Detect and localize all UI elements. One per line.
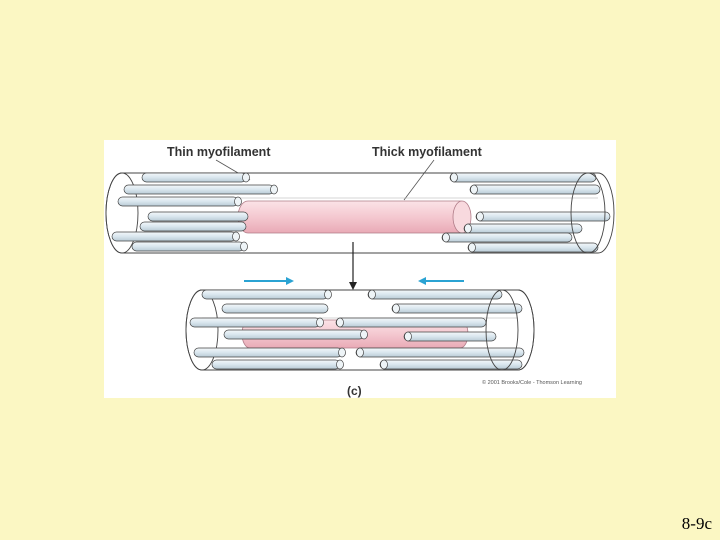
sarcomere-figure: Thin myofilament Thick myofilament <box>104 140 616 398</box>
sarcomere-diagram: Thin myofilament Thick myofilament <box>105 145 615 398</box>
thick-myofilament-label: Thick myofilament <box>372 145 483 159</box>
contracted-thin-filaments <box>189 289 525 370</box>
relaxed-thin-filaments-right <box>441 172 611 253</box>
relaxed-sarcomere <box>105 172 615 254</box>
copyright-credit: © 2001 Brooks/Cole - Thomson Learning <box>482 379 582 386</box>
thin-myofilament-label: Thin myofilament <box>167 145 271 159</box>
contracted-z-disc-left <box>185 289 219 371</box>
panel-label: (c) <box>347 384 362 398</box>
contracted-z-disc-right <box>485 289 519 371</box>
contracted-sarcomere <box>185 289 535 371</box>
relaxed-z-disc-left <box>105 172 139 254</box>
sliding-arrow-left <box>418 277 464 285</box>
contraction-arrow <box>349 242 357 290</box>
thick-label-leader <box>403 159 435 201</box>
relaxed-thick-filament <box>237 200 471 234</box>
relaxed-z-disc-right <box>570 172 606 254</box>
sliding-arrow-right <box>244 277 294 285</box>
relaxed-thin-filaments-left <box>111 172 278 252</box>
slide-number: 8-9c <box>681 514 712 533</box>
